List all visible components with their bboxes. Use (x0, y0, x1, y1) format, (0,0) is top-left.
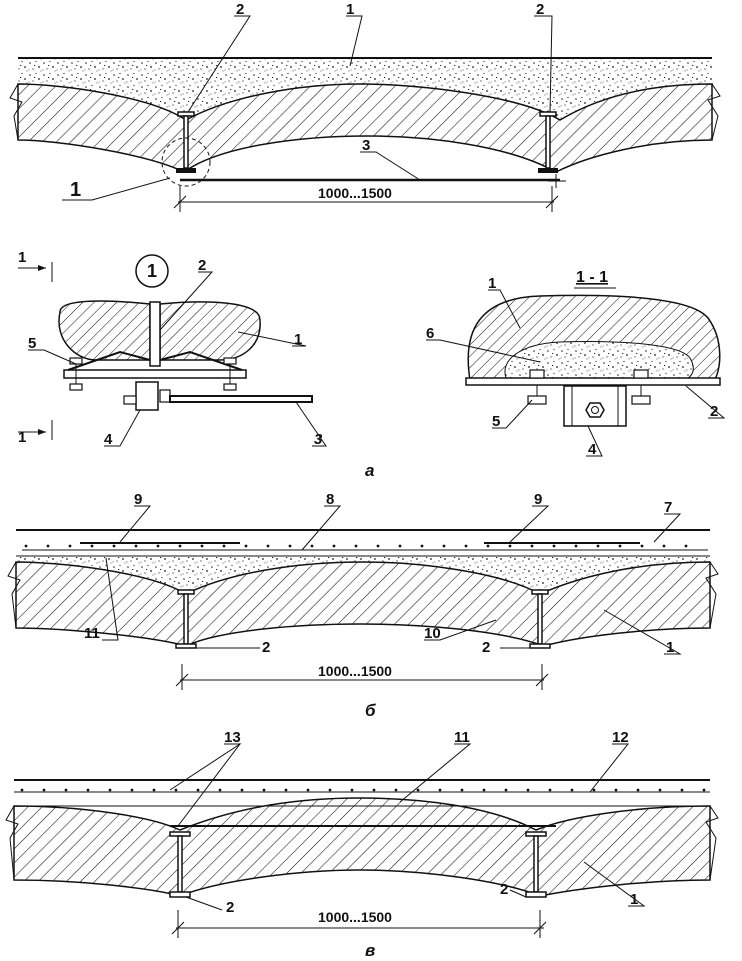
view-a: 1000...1500 1 2 2 3 1 (9, 1, 721, 212)
callout-2-right: 2 (536, 1, 544, 18)
b-vault-hatched (15, 561, 711, 647)
detail-infill-hatched-right (159, 301, 261, 361)
v-callout-11: 11 (454, 729, 470, 746)
detail-callout-1: 1 (294, 331, 302, 348)
i-beam-left (176, 111, 196, 173)
v-callout-1: 1 (630, 891, 638, 908)
bolt-right (223, 357, 237, 391)
section-bolt-right (631, 369, 651, 405)
section-base-plate (465, 377, 721, 386)
detail-marker-circle (135, 254, 169, 288)
section-title: 1 - 1 (576, 269, 608, 286)
v-callout-2-right: 2 (500, 881, 508, 898)
b-callout-2-left: 2 (262, 639, 270, 656)
i-beam-right (538, 111, 558, 173)
dimension-text-b: 1000...1500 (318, 663, 392, 679)
b-callout-11: 11 (84, 625, 100, 642)
break-line-right (707, 83, 721, 141)
v-i-beam-right (525, 831, 547, 898)
callout-3: 3 (362, 137, 370, 154)
b-callout-1: 1 (666, 639, 674, 656)
section-callout-4: 4 (588, 441, 597, 458)
b-i-beam-left (175, 589, 197, 649)
section-1-1: 1 - 1 1 6 5 4 2 (426, 269, 726, 458)
callout-1: 1 (346, 1, 354, 18)
view-v: 1000...1500 13 11 12 2 2 1 (5, 729, 719, 938)
v-callout-12: 12 (612, 729, 629, 746)
b-callout-10: 10 (424, 625, 441, 642)
tie-bracket (123, 381, 171, 411)
v-i-beam-left (169, 831, 191, 898)
caption-a: а (365, 461, 374, 480)
caption-b: б (365, 701, 376, 720)
detail-callout-4: 4 (104, 431, 113, 448)
detail-tie-rod (169, 395, 313, 403)
detail-marker-number: 1 (147, 261, 157, 281)
section-bracket (563, 385, 627, 427)
cut-mark-top: 1 (18, 249, 26, 266)
v-rebar-dots (20, 788, 706, 792)
v-vault-hatched (13, 797, 711, 897)
vault-infill-hatched (17, 83, 713, 173)
callout-2-left: 2 (236, 1, 244, 18)
b-callout-7: 7 (664, 499, 672, 516)
b-rebar-dots (24, 544, 688, 548)
view-b: 1000...1500 9 8 9 7 11 2 10 2 1 (7, 491, 719, 690)
cut-mark-bottom: 1 (18, 429, 26, 446)
b-concrete-fill (16, 556, 710, 594)
caption-v: в (365, 941, 375, 960)
section-callout-1: 1 (488, 275, 496, 292)
b-callout-2-right: 2 (482, 639, 490, 656)
v-callout-13: 13 (224, 729, 241, 746)
dimension-text-a: 1000...1500 (318, 185, 392, 201)
detail-1: 1 1 1 (18, 249, 327, 448)
section-callout-5: 5 (492, 413, 500, 430)
detail-callout-5: 5 (28, 335, 36, 352)
section-callout-2: 2 (710, 403, 718, 420)
detail-base-plate (63, 369, 247, 379)
section-callout-6: 6 (426, 325, 434, 342)
b-callout-9-right: 9 (534, 491, 542, 508)
detail-beam-web (149, 301, 161, 367)
concrete-fill-layer (18, 58, 712, 120)
detail-reference: 1 (70, 179, 81, 201)
v-callout-2-left: 2 (226, 899, 234, 916)
break-line-left (9, 83, 23, 141)
b-callout-9-left: 9 (134, 491, 142, 508)
section-bolt-left (527, 369, 547, 405)
detail-infill-hatched (58, 300, 151, 361)
dimension-text-v: 1000...1500 (318, 909, 392, 925)
detail-callout-circle (161, 137, 211, 187)
detail-callout-3: 3 (314, 431, 323, 448)
detail-callout-2: 2 (198, 257, 206, 274)
b-i-beam-right (529, 589, 551, 649)
b-callout-8: 8 (326, 491, 334, 508)
